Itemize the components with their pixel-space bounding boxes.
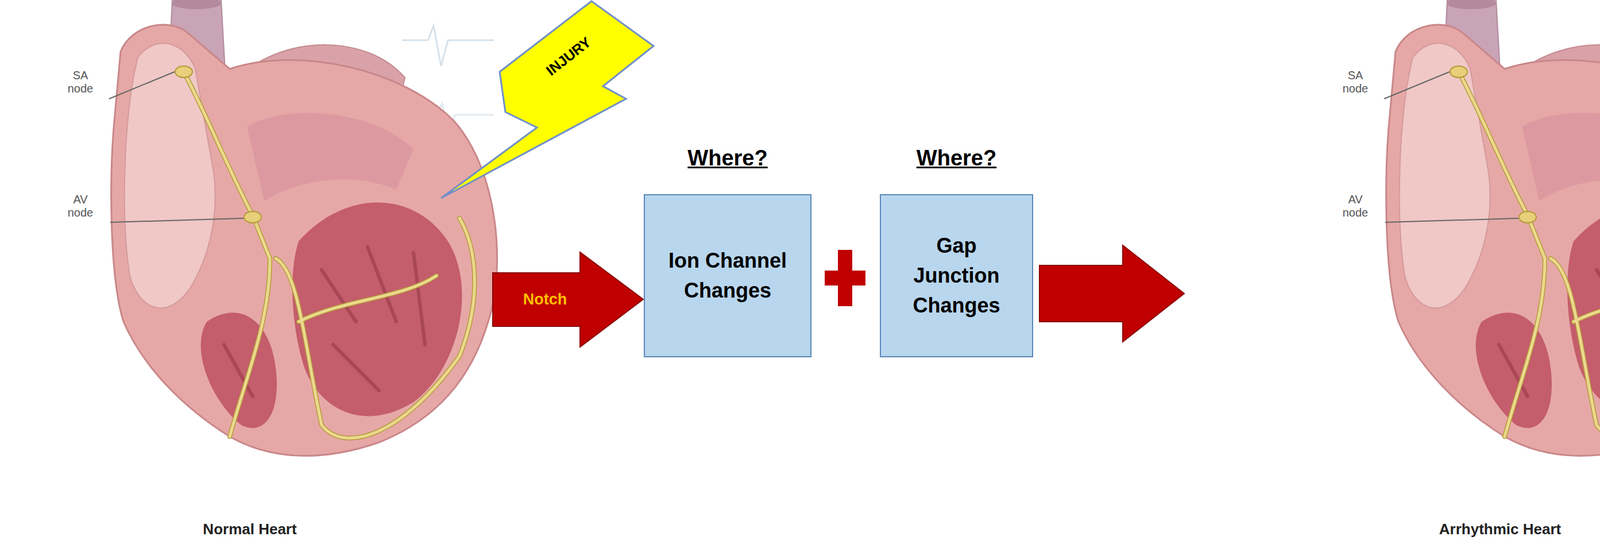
plus-sign bbox=[824, 270, 866, 286]
process-box: Where? Gap Junction Changes bbox=[879, 137, 1034, 358]
box-text: Gap Junction Changes bbox=[879, 194, 1034, 358]
notch-arrow: Notch bbox=[492, 252, 644, 347]
process-box: Where? Ion Channel Changes bbox=[643, 137, 812, 358]
heart-caption: Arrhythmic Heart bbox=[1385, 520, 1600, 539]
injury-bolt: INJURY bbox=[438, 0, 657, 200]
box-text: Ion Channel Changes bbox=[643, 194, 812, 358]
part-label: SA node bbox=[1338, 68, 1373, 96]
arrow-label: Notch bbox=[492, 272, 598, 327]
where-heading: Where? bbox=[643, 137, 812, 179]
lightning-bolt bbox=[438, 0, 657, 200]
arrow-shape bbox=[492, 252, 644, 347]
box-outline bbox=[643, 194, 812, 358]
heart-caption: Normal Heart bbox=[134, 520, 365, 539]
part-label: SA node bbox=[63, 68, 98, 96]
result-arrow bbox=[1039, 245, 1185, 342]
part-label: AV node bbox=[1338, 192, 1373, 220]
where-heading: Where? bbox=[879, 137, 1034, 179]
part-label: AV node bbox=[63, 192, 98, 220]
